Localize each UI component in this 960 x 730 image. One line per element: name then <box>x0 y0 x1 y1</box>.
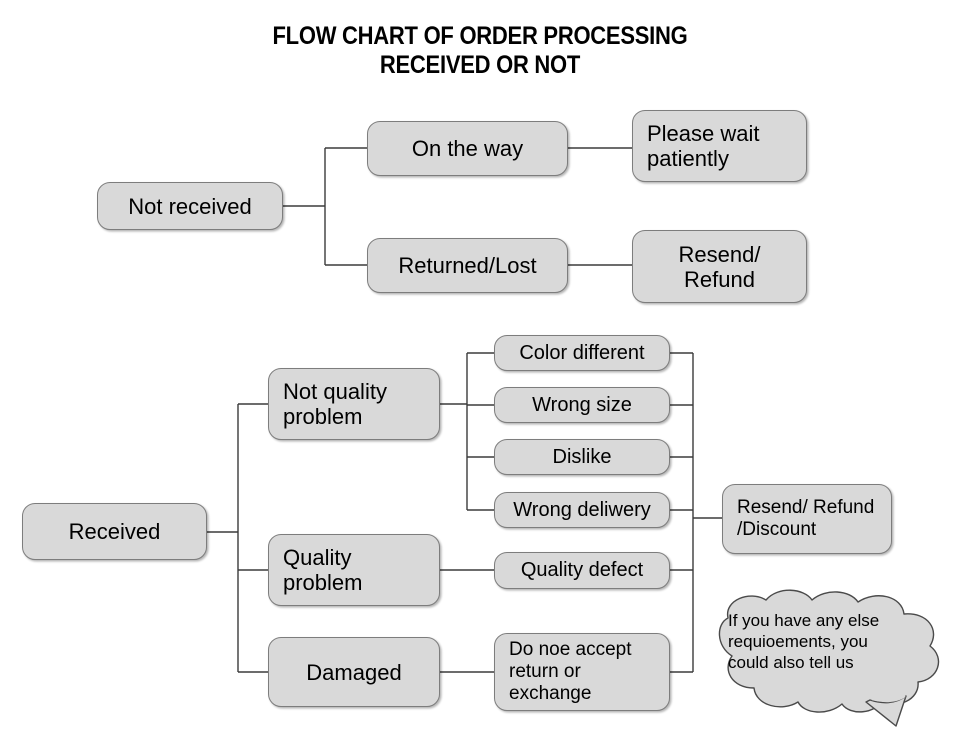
node-label: Color different <box>519 341 645 364</box>
node-returned-lost[interactable]: Returned/Lost <box>367 238 568 293</box>
node-quality-problem[interactable]: Quality problem <box>268 534 440 606</box>
callout-bubble[interactable]: If you have any else requioements, you c… <box>700 588 952 730</box>
node-label: On the way <box>411 136 524 161</box>
node-resend-refund[interactable]: Resend/ Refund <box>632 230 807 303</box>
node-label: Damaged <box>306 659 402 685</box>
node-resend-refund-discount[interactable]: Resend/ Refund /Discount <box>722 484 892 554</box>
node-wrong-size[interactable]: Wrong size <box>494 387 670 423</box>
node-dislike[interactable]: Dislike <box>494 439 670 475</box>
callout-text: If you have any else requioements, you c… <box>728 611 880 672</box>
node-received[interactable]: Received <box>22 503 207 560</box>
node-label: Do noe accept return or exchange <box>509 639 632 704</box>
node-label: Resend/ Refund <box>678 241 761 292</box>
node-label: Wrong deliwery <box>513 498 651 521</box>
callout-bubble-shape <box>718 589 940 727</box>
node-label: Resend/ Refund /Discount <box>737 497 875 540</box>
node-label: Quality defect <box>520 559 644 581</box>
node-damaged[interactable]: Damaged <box>268 637 440 707</box>
node-wrong-deliwery[interactable]: Wrong deliwery <box>494 492 670 528</box>
node-not-quality-problem[interactable]: Not quality problem <box>268 368 440 440</box>
node-color-different[interactable]: Color different <box>494 335 670 371</box>
node-label: Quality problem <box>283 545 363 595</box>
node-please-wait-patiently[interactable]: Please wait patiently <box>632 110 807 182</box>
page-title: FLOW CHART OF ORDER PROCESSING RECEIVED … <box>272 22 688 79</box>
node-label: Received <box>68 519 161 544</box>
node-label: Wrong size <box>532 393 632 416</box>
node-label: Not received <box>128 193 252 219</box>
node-do-noe-accept[interactable]: Do noe accept return or exchange <box>494 633 670 711</box>
node-not-received[interactable]: Not received <box>97 182 283 230</box>
node-quality-defect[interactable]: Quality defect <box>494 552 670 589</box>
node-label: Please wait patiently <box>647 121 760 171</box>
node-label: Returned/Lost <box>398 253 537 278</box>
node-label: Dislike <box>552 445 612 468</box>
node-on-the-way[interactable]: On the way <box>367 121 568 176</box>
node-label: Not quality problem <box>283 379 387 429</box>
